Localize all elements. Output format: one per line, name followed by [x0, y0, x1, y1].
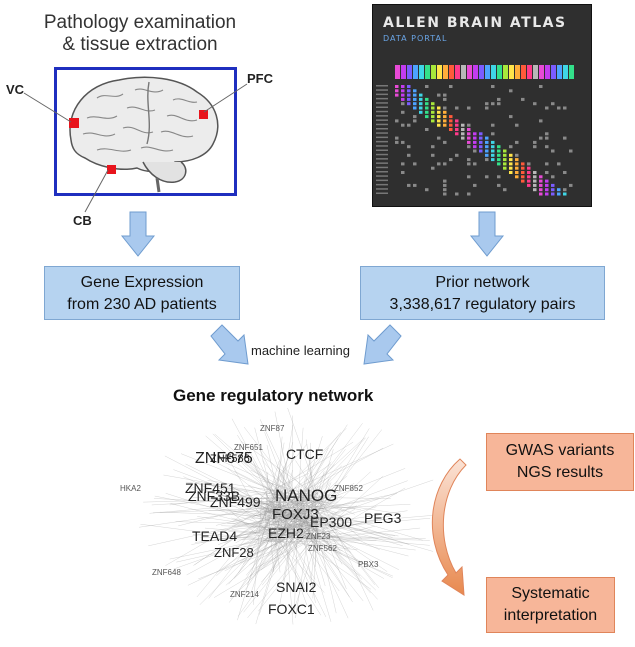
- cb-region-marker: [107, 165, 116, 174]
- curved-arrow: [431, 458, 467, 596]
- diag-arrow-right: [363, 324, 402, 365]
- brain-illustration: [69, 76, 219, 193]
- cb-label: CB: [73, 213, 92, 228]
- brain-panel-title: Pathology examination & tissue extractio…: [30, 12, 250, 56]
- gene-expression-line1: Gene Expression: [80, 274, 204, 291]
- gene-label: ZNF451: [185, 480, 236, 496]
- pfc-label: PFC: [247, 71, 273, 86]
- atlas-expression-matrix: [376, 65, 574, 196]
- gene-label: ZNF33B: [188, 488, 241, 504]
- gene-label: FOXC1: [268, 601, 315, 617]
- gene-expression-line2: from 230 AD patients: [67, 296, 217, 313]
- gene-label: ZNF586: [210, 453, 250, 465]
- vc-region-marker: [69, 118, 79, 128]
- gwas-line1: GWAS variants: [505, 442, 615, 459]
- gene-label-small: ZNF562: [308, 544, 337, 553]
- gene-label-small: ZNF648: [152, 568, 181, 577]
- gene-label: ZNF675: [195, 450, 253, 467]
- down-arrow-right: [469, 211, 505, 257]
- gene-label: FOXJ3: [272, 506, 319, 523]
- prior-network-line2: 3,338,617 regulatory pairs: [389, 296, 576, 313]
- gene-label-small: ZNF651: [234, 443, 263, 452]
- network-title: Gene regulatory network: [173, 386, 374, 405]
- gene-label-small: HKA2: [120, 484, 141, 493]
- gwas-line2: NGS results: [516, 464, 604, 481]
- gene-label-small: ZNF214: [230, 590, 259, 599]
- pfc-region-marker: [199, 110, 208, 119]
- gene-label: EP300: [310, 514, 353, 530]
- gwas-box: GWAS variants NGS results: [486, 433, 634, 491]
- gene-label: ZNF28: [214, 545, 254, 560]
- brain-title-line2: & tissue extraction: [62, 34, 218, 55]
- gene-label-small: ZNF87: [260, 424, 285, 433]
- gene-label: SNAI2: [276, 579, 317, 595]
- gene-label: NANOG: [275, 486, 338, 505]
- network-edges: [139, 408, 440, 625]
- gene-label: EZH2: [268, 525, 304, 541]
- atlas-title: ALLEN BRAIN ATLAS: [383, 15, 567, 31]
- down-arrow-left: [120, 211, 156, 257]
- atlas-subtitle: DATA PORTAL: [383, 34, 448, 43]
- gene-label: TEAD4: [192, 528, 238, 544]
- gene-label-small: ZNF23: [306, 532, 331, 541]
- gene-expression-box: Gene Expression from 230 AD patients: [44, 266, 240, 320]
- allen-brain-atlas-panel: ALLEN BRAIN ATLAS DATA PORTAL: [372, 4, 592, 207]
- systematic-line1: Systematic: [511, 585, 590, 602]
- prior-network-line1: Prior network: [435, 274, 530, 291]
- vc-label: VC: [6, 82, 25, 97]
- systematic-line2: interpretation: [503, 607, 598, 624]
- gene-label: CTCF: [286, 446, 324, 462]
- gene-label-small: PBX3: [358, 560, 379, 569]
- prior-network-box: Prior network 3,338,617 regulatory pairs: [360, 266, 605, 320]
- brain-title-line1: Pathology examination: [43, 12, 237, 33]
- diag-arrow-left: [210, 324, 249, 365]
- brain-image-frame: [54, 67, 237, 196]
- systematic-interpretation-box: Systematic interpretation: [486, 577, 615, 633]
- gene-label-small: ZNF852: [334, 484, 363, 493]
- gene-label: PEG3: [364, 510, 402, 526]
- gene-label: ZNF499: [210, 494, 261, 510]
- machine-learning-label: machine learning: [251, 343, 351, 358]
